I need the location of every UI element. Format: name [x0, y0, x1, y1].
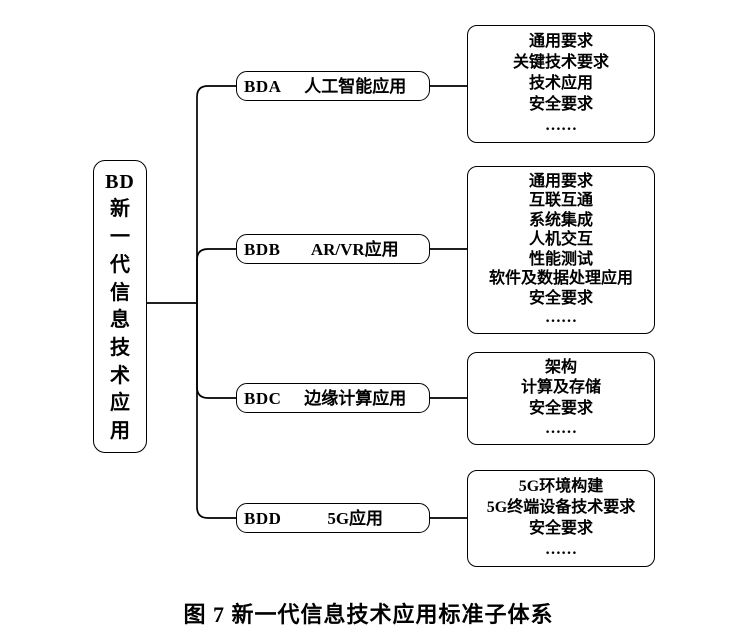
leaf-item: 架构 — [544, 359, 577, 377]
leaf-item: 软件及数据处理应用 — [488, 270, 633, 288]
leaf-item: 通用要求 — [528, 33, 593, 50]
branch-label: 边缘计算应用 — [304, 388, 407, 408]
leaf-item: 计算及存储 — [520, 379, 601, 397]
leaf-item-ellipsis: …… — [545, 541, 577, 558]
branch-elbow-bda — [196, 85, 236, 303]
leaf-item: 性能测试 — [528, 250, 593, 268]
root-label-char: 代 — [110, 253, 130, 276]
leaf-item: 安全要求 — [528, 289, 593, 307]
root-label-char: 信 — [110, 281, 130, 304]
leaf-item: 人机交互 — [528, 231, 593, 249]
leaf-list-bdd: 5G环境构建 5G终端设备技术要求 安全要求 …… — [467, 470, 655, 567]
branch-label: 5G应用 — [327, 508, 384, 528]
root-label-char: 用 — [110, 420, 130, 443]
branch-code: BDA — [244, 76, 282, 96]
leaf-item: 安全要求 — [528, 520, 593, 537]
root-label-char: 息 — [110, 309, 130, 332]
root-code: BD — [105, 170, 135, 193]
leaf-item: 通用要求 — [528, 172, 593, 190]
leaf-item: 系统集成 — [528, 211, 593, 229]
branch-elbow-bdc — [196, 303, 236, 399]
leaf-item: 5G环境构建 — [518, 478, 604, 495]
leaf-item: 5G终端设备技术要求 — [486, 499, 636, 516]
leaf-item: 互联互通 — [528, 192, 593, 210]
root-label-char: 新 — [110, 198, 130, 221]
leaf-item: 安全要求 — [528, 96, 593, 113]
branch-code: BDB — [244, 239, 281, 259]
branch-elbow-bdd — [196, 303, 236, 519]
root-label-char: 一 — [110, 226, 130, 249]
root-label-char: 应 — [110, 392, 130, 415]
branch-node-bdc: BDC 边缘计算应用 — [236, 383, 430, 413]
leaf-list-bda: 通用要求 关键技术要求 技术应用 安全要求 …… — [467, 25, 655, 143]
branch-node-bda: BDA 人工智能应用 — [236, 71, 430, 101]
leaf-list-bdb: 通用要求 互联互通 系统集成 人机交互 性能测试 软件及数据处理应用 安全要求 … — [467, 166, 655, 334]
branch-code: BDC — [244, 388, 282, 408]
leaf-item: 技术应用 — [528, 75, 593, 92]
branch-label: 人工智能应用 — [304, 76, 407, 96]
leaf-item-ellipsis: …… — [545, 117, 577, 134]
branch-elbow-bdb — [196, 248, 236, 303]
branch-code: BDD — [244, 508, 282, 528]
leaf-list-bdc: 架构 计算及存储 安全要求 …… — [467, 352, 655, 445]
leaf-item: 关键技术要求 — [512, 54, 609, 71]
leaf-item: 安全要求 — [528, 399, 593, 417]
branch-label: AR/VR应用 — [310, 239, 399, 259]
root-node: BD 新 一 代 信 息 技 术 应 用 — [93, 160, 147, 453]
root-label-char: 术 — [110, 364, 130, 387]
root-label-char: 技 — [110, 337, 130, 360]
figure-caption: 图 7 新一代信息技术应用标准子体系 — [183, 602, 554, 627]
branch-node-bdb: BDB AR/VR应用 — [236, 234, 430, 264]
leaf-item-ellipsis: …… — [545, 309, 577, 327]
leaf-item-ellipsis: …… — [545, 419, 577, 437]
branch-node-bdd: BDD 5G应用 — [236, 503, 430, 533]
